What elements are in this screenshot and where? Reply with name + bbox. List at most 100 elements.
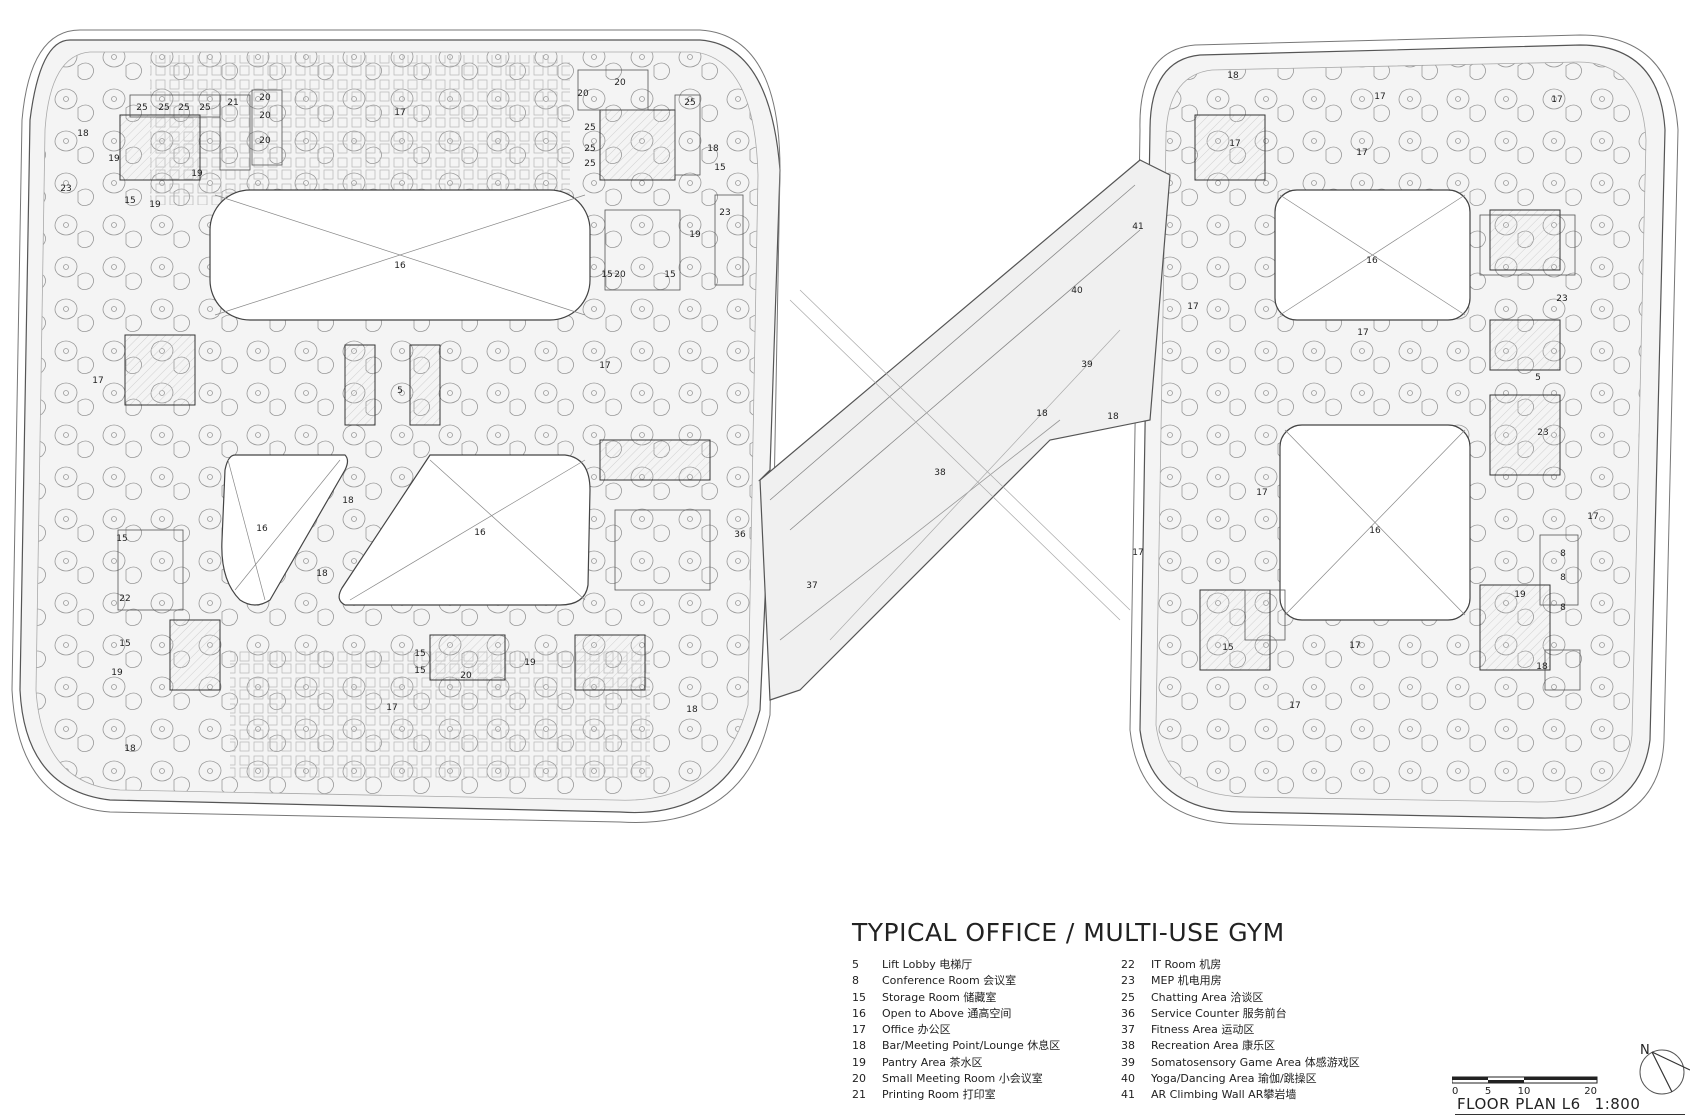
room-number-label: 25 bbox=[158, 103, 169, 113]
room-number-label: 8 bbox=[1560, 573, 1566, 583]
legend-item-number: 37 bbox=[1121, 1023, 1135, 1037]
legend-item: 5 Lift Lobby 电梯厅 bbox=[852, 957, 1112, 973]
room-number-label: 17 bbox=[1356, 148, 1367, 158]
room-number-label: 15 bbox=[116, 534, 127, 544]
legend-item-label: Small Meeting Room 小会议室 bbox=[882, 1072, 1043, 1086]
room-number-label: 19 bbox=[689, 230, 701, 240]
room-number-label: 15 bbox=[414, 649, 425, 659]
room-number-label: 18 bbox=[1107, 412, 1119, 422]
legend-item: 19 Pantry Area 茶水区 bbox=[852, 1055, 1112, 1071]
scale-tick-label: 0 bbox=[1452, 1086, 1458, 1097]
room-number-label: 17 bbox=[92, 376, 103, 386]
drawing-title: TYPICAL OFFICE / MULTI-USE GYM bbox=[852, 918, 1285, 947]
floor-plan-svg: 2525252521202020171819191519232020252525… bbox=[11, 29, 1679, 831]
legend-item-number: 36 bbox=[1121, 1006, 1135, 1020]
legend-item-number: 21 bbox=[852, 1088, 866, 1102]
room-number-label: 36 bbox=[734, 530, 746, 540]
room-number-label: 16 bbox=[1366, 256, 1378, 266]
legend-column-left: 5 Lift Lobby 电梯厅 8 Conference Room 会议室 15 Sto… bbox=[852, 957, 1112, 1104]
legend-item-number: 8 bbox=[852, 974, 859, 988]
room-number-label: 17 bbox=[1587, 512, 1598, 522]
legend-item-label: Service Counter 服务前台 bbox=[1151, 1006, 1287, 1020]
connecting-bridge bbox=[759, 159, 1171, 701]
legend-item-number: 15 bbox=[852, 990, 866, 1004]
legend-item-label: Somatosensory Game Area 体感游戏区 bbox=[1151, 1055, 1360, 1069]
room-number-label: 17 bbox=[394, 108, 405, 118]
room-number-label: 19 bbox=[191, 169, 203, 179]
legend-item-label: Chatting Area 洽谈区 bbox=[1151, 990, 1264, 1004]
room-number-label: 20 bbox=[259, 111, 271, 121]
room-number-label: 17 bbox=[1256, 488, 1267, 498]
room-number-label: 15 bbox=[119, 639, 130, 649]
room-number-label: 18 bbox=[686, 705, 698, 715]
room-number-label: 19 bbox=[524, 658, 536, 668]
room-number-label: 23 bbox=[719, 208, 730, 218]
room-number-label: 18 bbox=[1536, 662, 1548, 672]
room-number-label: 18 bbox=[1227, 71, 1239, 81]
room-number-label: 20 bbox=[577, 89, 589, 99]
legend-item-number: 39 bbox=[1121, 1055, 1135, 1069]
room-number-label: 18 bbox=[342, 496, 354, 506]
room-number-label: 25 bbox=[136, 103, 147, 113]
room-number-label: 20 bbox=[460, 671, 472, 681]
room-number-label: 17 bbox=[1551, 95, 1562, 105]
legend-item-label: Open to Above 通高空间 bbox=[882, 1006, 1012, 1020]
room-number-label: 15 bbox=[601, 270, 612, 280]
legend-item-number: 40 bbox=[1121, 1072, 1135, 1086]
legend-item-label: AR Climbing Wall AR攀岩墙 bbox=[1151, 1088, 1297, 1102]
legend-item-label: Storage Room 储藏室 bbox=[882, 990, 997, 1004]
room-number-label: 15 bbox=[124, 196, 135, 206]
scale-tick-label: 10 bbox=[1518, 1086, 1531, 1097]
room-number-label: 19 bbox=[149, 200, 161, 210]
room-number-label: 23 bbox=[1556, 294, 1567, 304]
room-number-label: 19 bbox=[111, 668, 123, 678]
room-number-label: 17 bbox=[1357, 328, 1368, 338]
room-number-label: 41 bbox=[1132, 222, 1143, 232]
room-number-label: 15 bbox=[414, 666, 425, 676]
north-arrow: N bbox=[1630, 1040, 1691, 1104]
legend-item-number: 17 bbox=[852, 1023, 866, 1037]
legend-item-label: Recreation Area 康乐区 bbox=[1151, 1039, 1276, 1053]
room-number-label: 25 bbox=[584, 123, 595, 133]
scale-tick-label: 20 bbox=[1584, 1086, 1597, 1097]
room-number-label: 17 bbox=[1132, 548, 1143, 558]
legend-item-number: 25 bbox=[1121, 990, 1135, 1004]
room-number-label: 19 bbox=[1514, 590, 1526, 600]
legend-item-number: 16 bbox=[852, 1006, 866, 1020]
room-number-label: 20 bbox=[259, 93, 271, 103]
room-number-label: 20 bbox=[614, 270, 626, 280]
room-number-label: 17 bbox=[1374, 92, 1385, 102]
legend-item: 16 Open to Above 通高空间 bbox=[852, 1006, 1112, 1022]
room-number-label: 23 bbox=[1537, 428, 1548, 438]
room-number-label: 15 bbox=[1222, 643, 1233, 653]
room-number-label: 17 bbox=[386, 703, 397, 713]
north-arrow-icon: N bbox=[1639, 1043, 1691, 1095]
legend-item: 36 Service Counter 服务前台 bbox=[1121, 1006, 1381, 1022]
legend-item-label: Lift Lobby 电梯厅 bbox=[882, 958, 973, 971]
legend-item: 25 Chatting Area 洽谈区 bbox=[1121, 990, 1381, 1006]
room-number-label: 22 bbox=[119, 594, 130, 604]
legend-item-number: 23 bbox=[1121, 974, 1135, 988]
room-number-label: 20 bbox=[259, 136, 271, 146]
legend-item-label: Conference Room 会议室 bbox=[882, 974, 1017, 988]
room-number-label: 39 bbox=[1081, 360, 1093, 370]
room-number-label: 20 bbox=[614, 78, 626, 88]
legend-item-number: 41 bbox=[1121, 1088, 1135, 1102]
legend-item-number: 19 bbox=[852, 1055, 866, 1069]
room-number-label: 18 bbox=[124, 744, 136, 754]
room-number-label: 25 bbox=[584, 144, 595, 154]
legend-item-label: Pantry Area 茶水区 bbox=[882, 1055, 983, 1069]
room-number-label: 18 bbox=[1036, 409, 1048, 419]
room-number-label: 15 bbox=[664, 270, 675, 280]
room-number-label: 40 bbox=[1071, 286, 1083, 296]
legend-item-number: 5 bbox=[852, 958, 859, 971]
